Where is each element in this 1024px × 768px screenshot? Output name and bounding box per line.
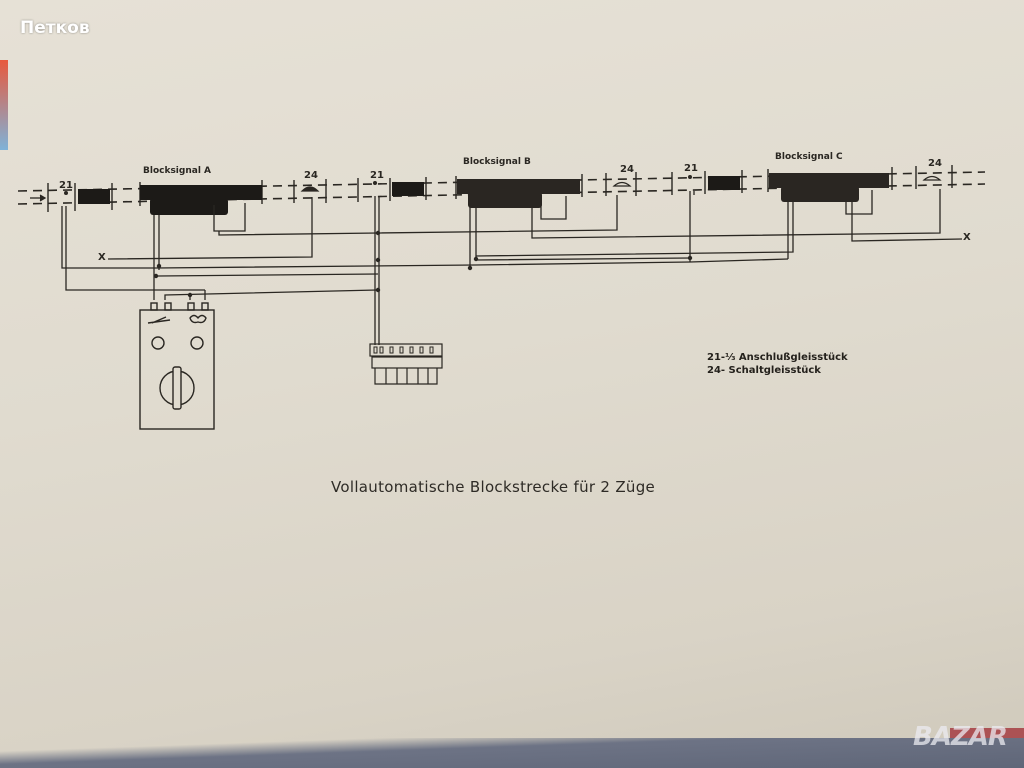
lamp-symbol-icon [189,314,207,324]
legend-item: 24- Schaltgleisstück [707,365,821,376]
signal-block-a [140,185,262,215]
signal-label-b: Blocksignal B [463,157,531,167]
table-surface [0,738,1024,768]
signal-label-c: Blocksignal C [775,152,843,162]
switching-label: 24 [304,170,318,181]
photo-caption: Петков [20,18,90,38]
connector-label: 21 [370,170,384,181]
isolating-sections [78,176,740,204]
signal-block-b [457,179,580,208]
background-edge [0,60,8,150]
x-mark: X [98,252,106,263]
signal-label-a: Blocksignal A [143,166,211,176]
switching-label: 24 [620,164,634,175]
terminal-strip [369,343,443,385]
watermark-logo: BAZAR [913,722,1008,752]
connector-label: 21 [59,180,73,191]
control-box [139,302,215,430]
signal-block-c [769,173,889,202]
legend-item: 21-⅓ Anschlußgleisstück [707,352,848,363]
switch-contacts-24 [300,175,942,192]
wire-junctions [64,175,693,298]
switching-label: 24 [928,158,942,169]
connector-label: 21 [684,163,698,174]
diagram-title: Vollautomatische Blockstrecke für 2 Züge [331,478,656,496]
track-symbol-icon [147,316,171,324]
legend: 21-⅓ Anschlußgleisstück 24- Schaltgleiss… [707,351,848,377]
x-mark: X [963,232,971,243]
entry-arrow [30,194,47,202]
